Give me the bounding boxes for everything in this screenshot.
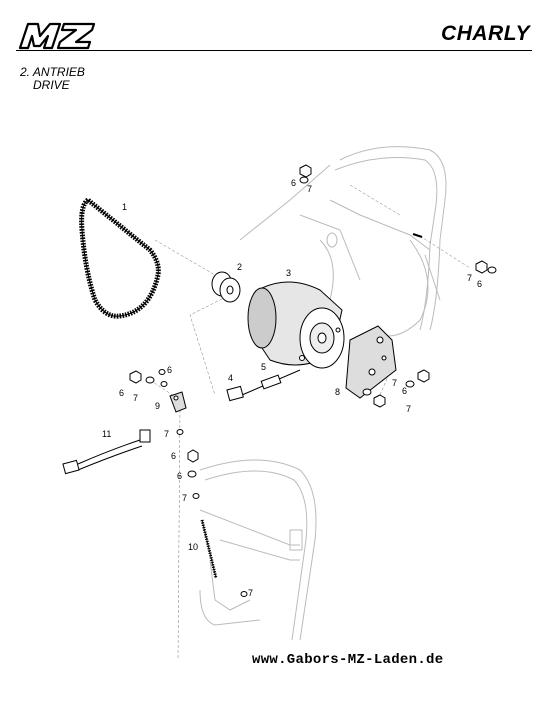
- callout-7-lower-plate: 7: [406, 404, 411, 414]
- callout-numbers: 1 2 3 4 5 6 7 7 6 7 6 7 6 6 7 9 7 11 6 6…: [102, 178, 482, 598]
- callout-6-left-a: 6: [167, 365, 172, 375]
- website-footer: www.Gabors-MZ-Laden.de: [252, 652, 444, 668]
- callout-7-plate: 7: [392, 378, 397, 388]
- threaded-rod: [200, 519, 218, 579]
- callout-3: 3: [286, 268, 291, 278]
- toothed-belt: [79, 196, 161, 319]
- electric-motor: [247, 281, 345, 369]
- nuts-and-washers: [129, 164, 497, 597]
- callout-7-bracket: 7: [164, 429, 169, 439]
- callout-7-right: 7: [467, 273, 472, 283]
- guide-lines: [149, 184, 471, 661]
- motor-cable: [226, 369, 301, 402]
- callout-6-mid-a: 6: [171, 451, 176, 461]
- callout-11: 11: [102, 429, 111, 439]
- section-title: 2. ANTRIEB: [20, 65, 85, 79]
- pulley: [211, 271, 241, 303]
- section-subtitle: DRIVE: [33, 78, 70, 92]
- callout-6-mid-b: 6: [177, 471, 182, 481]
- callout-7-top: 7: [307, 184, 312, 194]
- callout-6-right: 6: [477, 279, 482, 289]
- callout-7-mid: 7: [182, 493, 187, 503]
- callout-2: 2: [237, 262, 242, 272]
- callout-1: 1: [122, 202, 127, 212]
- callout-7-bottom: 7: [248, 588, 253, 598]
- header-rule: [16, 50, 532, 51]
- model-name: CHARLY: [441, 22, 530, 45]
- callout-7-left: 7: [133, 393, 138, 403]
- callout-6-top: 6: [291, 178, 296, 188]
- mz-logo: [18, 22, 96, 50]
- callout-6-plate: 6: [402, 386, 407, 396]
- callout-6-left-b: 6: [119, 388, 124, 398]
- callout-10: 10: [188, 542, 198, 552]
- frame-upper: [239, 146, 447, 337]
- callout-4: 4: [228, 373, 233, 383]
- section-heading: 2. ANTRIEB DRIVE: [20, 66, 85, 92]
- callout-5: 5: [261, 362, 266, 372]
- cable-harness: [62, 429, 151, 475]
- mounting-plate: [345, 325, 397, 399]
- callout-9: 9: [155, 401, 160, 411]
- bracket: [169, 391, 187, 413]
- callout-8: 8: [335, 387, 340, 397]
- frame-lower: [199, 459, 317, 641]
